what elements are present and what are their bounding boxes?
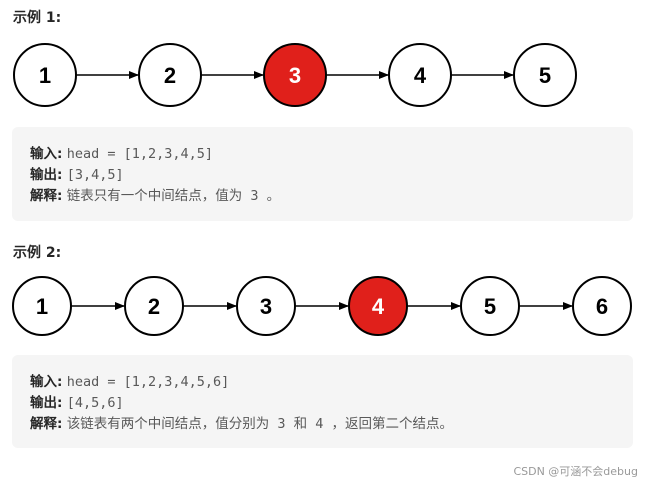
list-node xyxy=(572,276,632,336)
output-value: [3,4,5] xyxy=(66,167,124,183)
input-value: head = [1,2,3,4,5] xyxy=(66,146,214,162)
explain-text: 链表只有一个中间结点，值为 3 。 xyxy=(66,188,281,204)
output-label: 输出: xyxy=(30,167,63,183)
list-node xyxy=(12,276,72,336)
list-node-value: 2 xyxy=(164,63,176,88)
example-1-heading: 示例 1: xyxy=(13,10,62,26)
output-label: 输出: xyxy=(30,395,63,411)
list-node xyxy=(388,43,452,107)
list-node xyxy=(236,276,296,336)
list-node-value: 5 xyxy=(539,63,551,88)
list-node xyxy=(460,276,520,336)
list-node xyxy=(124,276,184,336)
example-2-heading: 示例 2: xyxy=(13,245,62,261)
example-1-code-box: 输入: head = [1,2,3,4,5] 输出: [3,4,5] 解释: 链… xyxy=(12,127,633,221)
list-node xyxy=(13,43,77,107)
example-2-explain-line: 解释: 该链表有两个中间结点，值分别为 3 和 4 ，返回第二个结点。 xyxy=(30,414,615,435)
list-node-middle xyxy=(348,276,408,336)
explain-label: 解释: xyxy=(30,416,63,432)
explain-text: 该链表有两个中间结点，值分别为 3 和 4 ，返回第二个结点。 xyxy=(66,416,453,432)
list-node-value: 6 xyxy=(596,294,608,319)
input-label: 输入: xyxy=(30,146,63,162)
explain-label: 解释: xyxy=(30,188,63,204)
example-1-explain-line: 解释: 链表只有一个中间结点，值为 3 。 xyxy=(30,186,615,207)
list-node-value: 3 xyxy=(289,63,301,88)
example-2-output-line: 输出: [4,5,6] xyxy=(30,393,615,414)
watermark: CSDN @可涵不会debug xyxy=(513,465,638,478)
list-node-value: 3 xyxy=(260,294,272,319)
example-2-diagram-svg: 1 2 3 4 5 6 xyxy=(12,276,632,336)
example-2-linked-list-diagram: 1 2 3 4 5 6 xyxy=(0,272,650,340)
list-node xyxy=(138,43,202,107)
input-label: 输入: xyxy=(30,374,63,390)
example-2-code-box: 输入: head = [1,2,3,4,5,6] 输出: [4,5,6] 解释:… xyxy=(12,355,633,448)
list-node xyxy=(513,43,577,107)
example-1-output-line: 输出: [3,4,5] xyxy=(30,165,615,186)
list-node-value: 4 xyxy=(372,294,385,319)
input-value: head = [1,2,3,4,5,6] xyxy=(66,374,230,390)
example-1-input-line: 输入: head = [1,2,3,4,5] xyxy=(30,144,615,165)
example-1-linked-list-diagram: 1 2 3 4 5 xyxy=(0,42,650,112)
list-node-value: 4 xyxy=(414,63,427,88)
list-node-value: 1 xyxy=(36,294,48,319)
list-node-middle xyxy=(263,43,327,107)
list-node-value: 1 xyxy=(39,63,51,88)
output-value: [4,5,6] xyxy=(66,395,124,411)
list-node-value: 5 xyxy=(484,294,496,319)
list-node-value: 2 xyxy=(148,294,160,319)
example-2-input-line: 输入: head = [1,2,3,4,5,6] xyxy=(30,372,615,393)
example-1-diagram-svg: 1 2 3 4 5 xyxy=(13,43,577,107)
